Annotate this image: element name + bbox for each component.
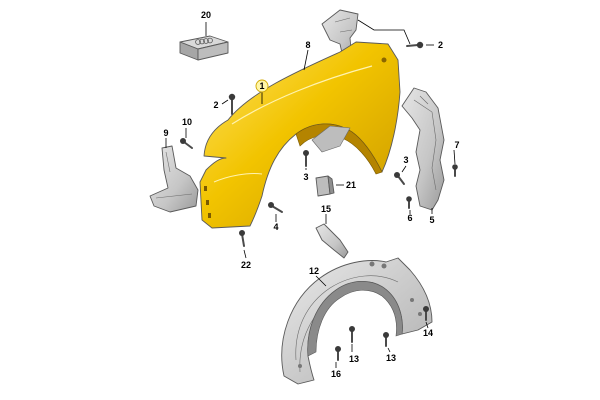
callout-3-right: 3 (403, 155, 408, 165)
callout-2-top: 2 (438, 40, 443, 50)
screw-6 (406, 196, 412, 209)
part-21-clip (315, 175, 335, 197)
part-20-emblem-block (179, 35, 229, 61)
callout-6: 6 (407, 213, 412, 223)
screw-10 (180, 138, 193, 149)
screw-4 (268, 202, 283, 213)
part-1-front-fender (199, 41, 401, 229)
callout-12: 12 (309, 266, 319, 276)
screw-2-left (228, 93, 236, 115)
part-5-rear-bracket (401, 87, 445, 211)
screw-3-left (303, 150, 309, 167)
callout-21: 21 (346, 180, 356, 190)
leader-lines (165, 19, 456, 368)
screw-22 (239, 230, 245, 247)
callout-1-highlight (255, 79, 269, 93)
callout-16: 16 (331, 369, 341, 379)
callout-10: 10 (182, 117, 192, 127)
callout-14: 14 (423, 328, 433, 338)
callout-8: 8 (305, 40, 310, 50)
screw-7 (452, 164, 458, 177)
callout-22: 22 (241, 260, 251, 270)
callout-3-left: 3 (303, 172, 308, 182)
screw-14 (423, 306, 429, 321)
callout-20: 20 (201, 10, 211, 20)
screw-13-right (383, 332, 389, 347)
callout-2-left: 2 (213, 100, 218, 110)
callout-9: 9 (163, 128, 168, 138)
callout-5: 5 (429, 215, 434, 225)
callout-4: 4 (273, 222, 278, 232)
part-15-bracket (315, 223, 349, 259)
screw-16 (335, 346, 341, 361)
callout-labels: 20 8 2 1 2 9 10 3 3 4 7 6 5 21 15 22 12 … (163, 10, 459, 379)
callout-13-left: 13 (349, 354, 359, 364)
part-9-front-bracket (149, 145, 199, 213)
screw-3-right (394, 172, 405, 185)
screw-2-top (406, 41, 424, 49)
callout-15: 15 (321, 204, 331, 214)
callout-1: 1 (259, 81, 264, 91)
callout-7: 7 (454, 140, 459, 150)
callout-13-right: 13 (386, 353, 396, 363)
screw-13-left (349, 326, 355, 343)
part-12-wheelhouse-liner (281, 257, 433, 385)
